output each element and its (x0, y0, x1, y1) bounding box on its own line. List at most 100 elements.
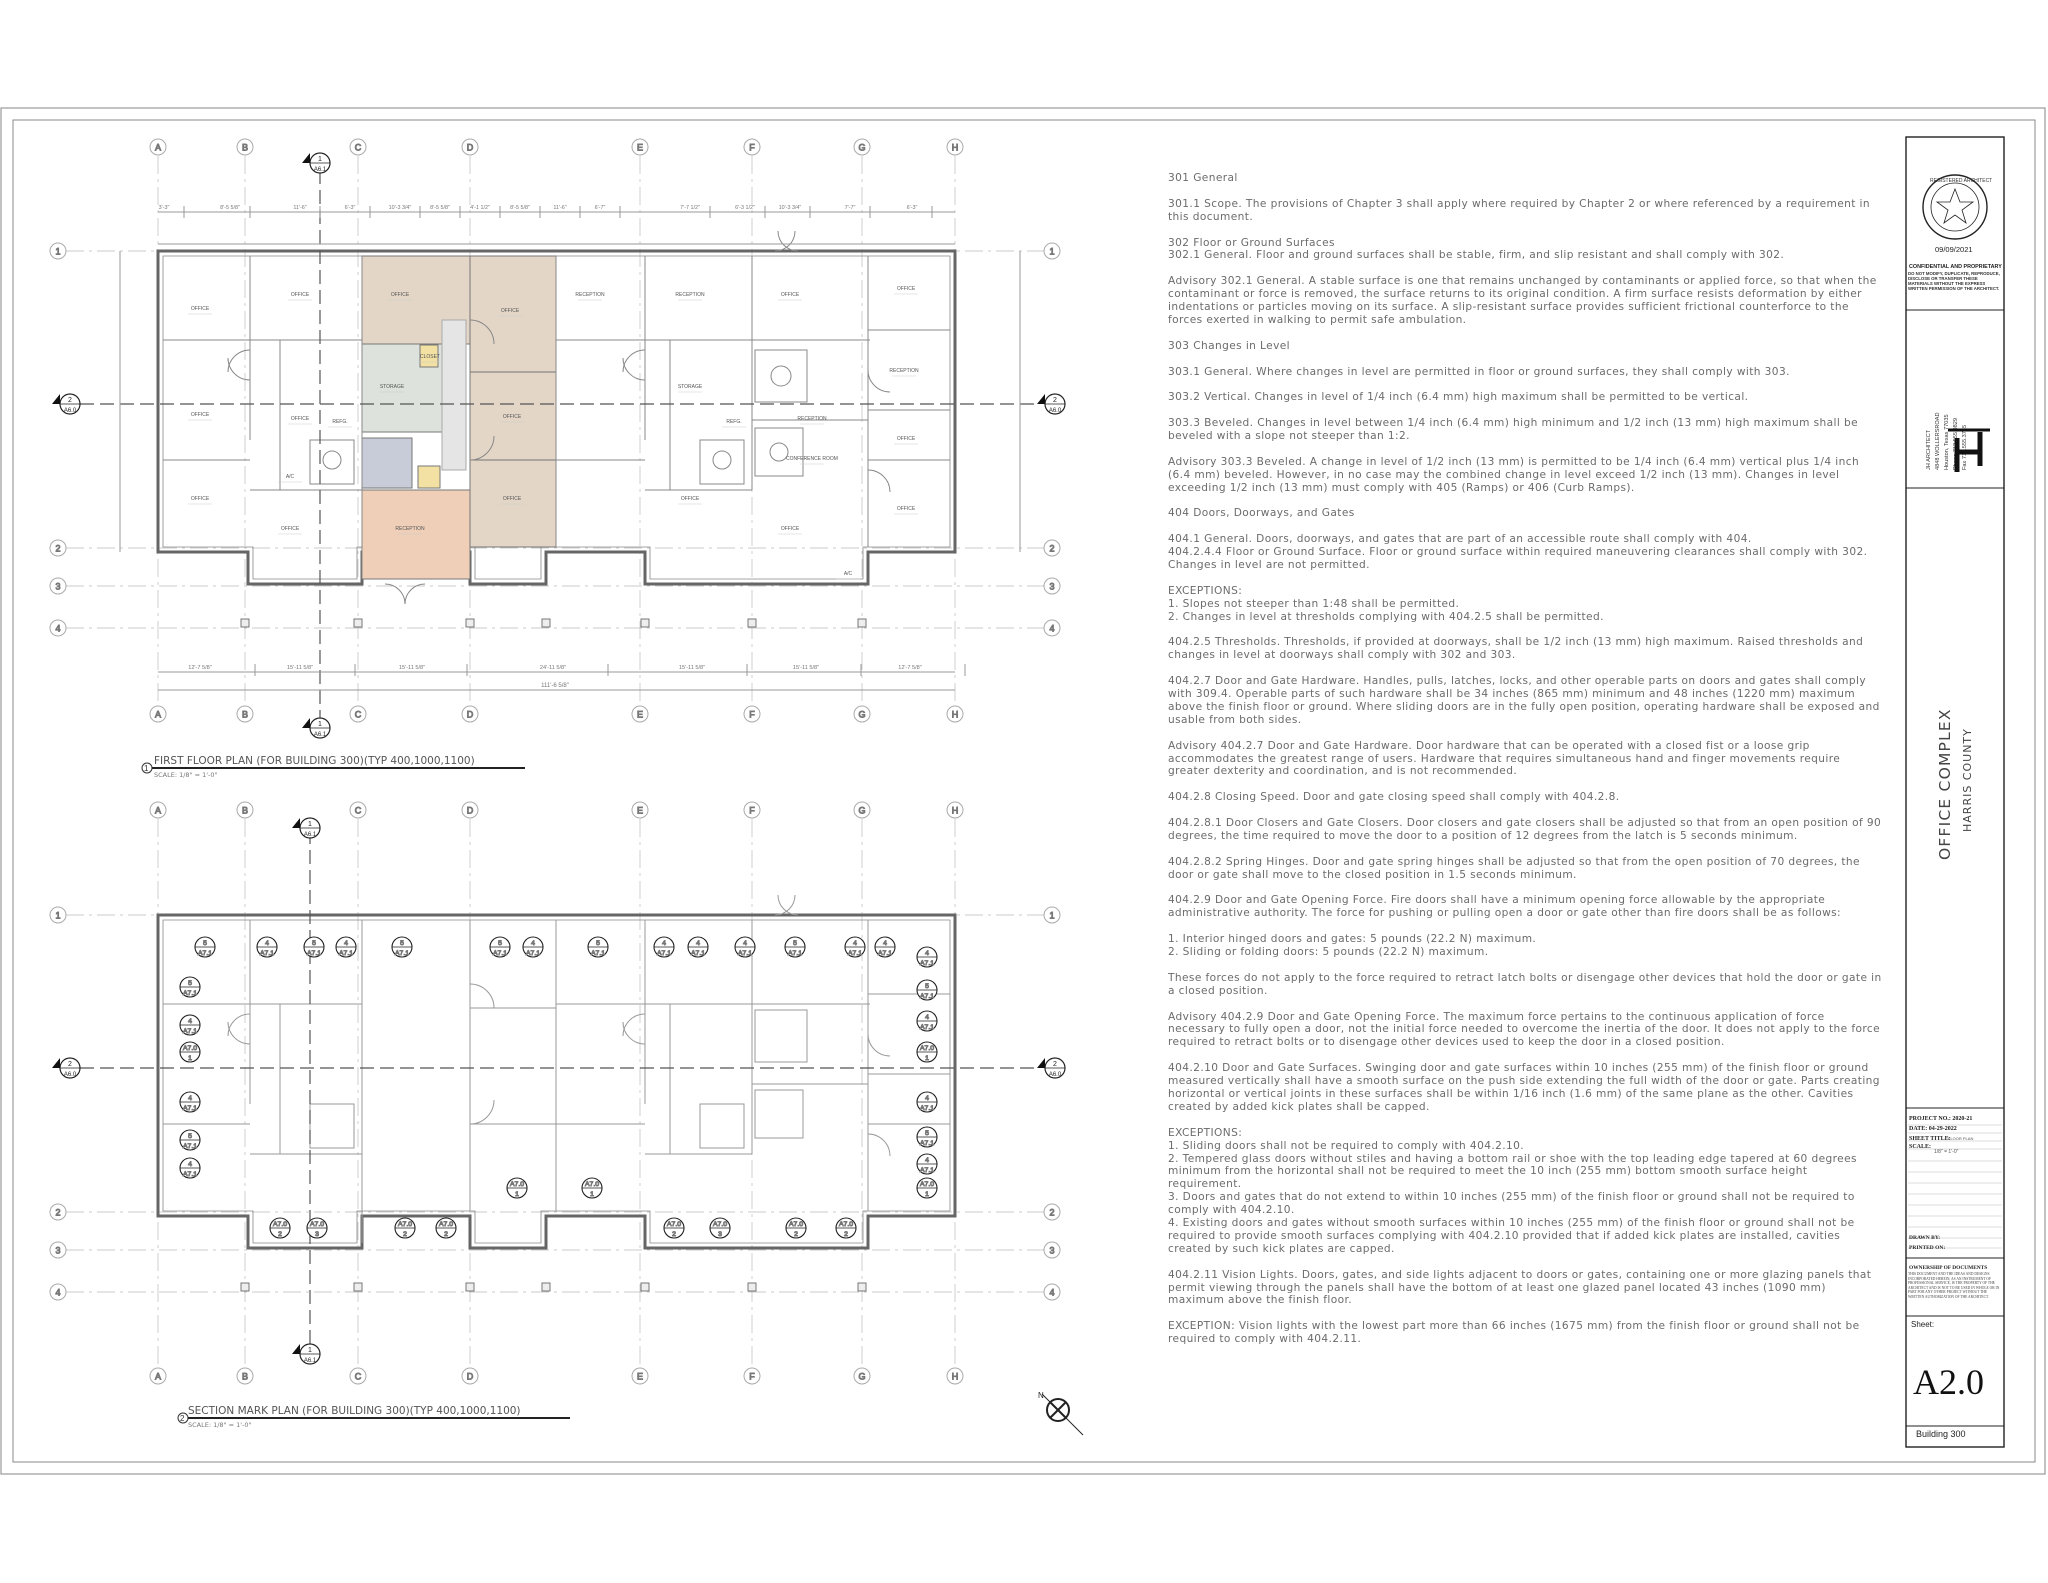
detail-tag-top: A7.0 (439, 1221, 453, 1228)
building-label: Building 300 (1916, 1429, 1966, 1439)
grid-bubble-3 (1043, 1241, 1061, 1259)
detail-tag-bottom: 2 (403, 1231, 407, 1238)
detail-tag: 5A7.1 (916, 1126, 938, 1148)
grid-label-E: E (637, 1372, 643, 1382)
sheet-title-label: SHEET TITLE: (1909, 1136, 1951, 1142)
room-label: OFFICE (503, 496, 522, 502)
detail-tag: 5A7.1 (303, 936, 325, 958)
note-paragraph: EXCEPTIONS: 1. Slopes not steeper than 1… (1168, 584, 1604, 623)
room-label: CONFERENCE ROOM (786, 456, 838, 462)
note-paragraph: 404.2.5 Thresholds. Thresholds, if provi… (1168, 636, 1868, 662)
detail-tag: A7.01 (581, 1177, 603, 1199)
grid-label-G: G (858, 806, 865, 816)
grid-bubble-B (236, 1367, 254, 1385)
dimension-text: 6'-3" (907, 205, 918, 211)
column-marker (857, 618, 867, 628)
room-label: A/C (286, 474, 295, 480)
grid-bubble-B (236, 801, 254, 819)
note-paragraph: 1. Interior hinged doors and gates: 5 po… (1168, 933, 1537, 959)
grid-label-3: 3 (55, 582, 60, 592)
grid-label-D: D (467, 806, 474, 816)
note-paragraph: Advisory 303.3 Beveled. A change in leve… (1168, 455, 1860, 494)
section-tag-sheet: A6.1 (314, 167, 327, 173)
note-paragraph: Advisory 404.2.7 Door and Gate Hardware.… (1168, 739, 1844, 778)
detail-tag-bottom: A7.1 (591, 950, 605, 957)
note-paragraph: 404.2.8.1 Door Closers and Gate Closers.… (1168, 817, 1885, 842)
grid-bubble-3 (49, 577, 67, 595)
grid-label-1: 1 (1049, 911, 1054, 921)
building-outline (156, 249, 957, 586)
dimension-text: 15'-11 5/8" (287, 665, 313, 671)
ownership-title: OWNERSHIP OF DOCUMENTS (1909, 1265, 1987, 1271)
grid-label-H: H (952, 806, 959, 816)
north-arrow: N (1038, 1391, 1084, 1436)
logo-letter: H (2000, 479, 2001, 481)
grid-label-B: B (242, 710, 248, 720)
detail-tag: 5A7.1 (587, 936, 609, 958)
detail-tag-top: A7.0 (398, 1221, 412, 1228)
detail-tag: 5A7.1 (179, 1129, 201, 1151)
detail-tag: A7.02 (663, 1217, 685, 1239)
section-tag-number: 1 (308, 1347, 312, 1354)
dimension-text: 7'-7 1/2" (680, 205, 700, 211)
note-paragraph: 404.2.7 Door and Gate Hardware. Handles,… (1168, 675, 1884, 726)
detail-tag: 4A7.1 (335, 936, 357, 958)
dimension-text: 15'-11 5/8" (793, 665, 819, 671)
confidential-body: DO NOT MODIFY, DUPLICATE, REPRODUCE, DIS… (1908, 271, 2000, 291)
grid-label-1: 1 (55, 911, 60, 921)
detail-tag-top: 5 (498, 940, 502, 947)
grid-label-4: 4 (55, 1288, 60, 1298)
room-label: OFFICE (781, 292, 800, 298)
detail-tag-top: 4 (925, 1095, 929, 1102)
note-paragraph: 404.2.8 Closing Speed. Door and gate clo… (1168, 791, 1620, 804)
detail-tag: 4A7.1 (916, 946, 938, 968)
grid-bubble-D (461, 138, 479, 156)
detail-tag: 5A7.1 (489, 936, 511, 958)
room-label: REFG. (726, 419, 741, 425)
detail-tag-top: 5 (312, 940, 316, 947)
grid-bubble-D (461, 1367, 479, 1385)
ownership-body: THIS DOCUMENT AND THE IDEAS AND DESIGNS … (1908, 1272, 2000, 1299)
detail-tag-top: 5 (596, 940, 600, 947)
detail-tag: 4A7.1 (916, 1153, 938, 1175)
room-label: REFG. (332, 419, 347, 425)
section-tag-number: 2 (1053, 397, 1057, 404)
grid-bubble-F (743, 1367, 761, 1385)
grid-bubble-F (743, 801, 761, 819)
drawing-title-2: 2 SECTION MARK PLAN (FOR BUILDING 300)(T… (177, 1405, 570, 1429)
detail-tag-top: 4 (743, 940, 747, 947)
grid-label-A: A (155, 1372, 161, 1382)
detail-tag-bottom: A7.1 (339, 950, 353, 957)
detail-tag-top: 4 (925, 950, 929, 957)
grid-label-D: D (467, 1372, 474, 1382)
room-label: OFFICE (281, 526, 300, 532)
detail-tag-bottom: A7.1 (878, 950, 892, 957)
detail-tag-bottom: A7.1 (183, 990, 197, 997)
grid-bubble-4 (1043, 619, 1061, 637)
printed-on: PRINTED ON: (1909, 1245, 1945, 1251)
detail-tag-top: 4 (925, 1014, 929, 1021)
grid-bubble-2 (1043, 539, 1061, 557)
detail-tag-bottom: A7.1 (738, 950, 752, 957)
grid-bubble-1 (49, 242, 67, 260)
detail-tag-bottom: A7.1 (183, 1028, 197, 1035)
grid-label-F: F (749, 1372, 755, 1382)
detail-tag: 5A7.1 (784, 936, 806, 958)
detail-tag-bottom: A7.1 (920, 993, 934, 1000)
detail-tag-bottom: 1 (925, 1191, 929, 1198)
detail-tag-top: 5 (925, 983, 929, 990)
note-paragraph: 301.1 Scope. The provisions of Chapter 3… (1168, 197, 1874, 223)
detail-tag-top: 4 (265, 940, 269, 947)
dimension-text: 12'-7 5/8" (898, 665, 922, 671)
detail-tag-bottom: 2 (794, 1231, 798, 1238)
grid-bubble-G (853, 1367, 871, 1385)
grid-bubble-A (149, 1367, 167, 1385)
drawing-title-text-2: SECTION MARK PLAN (FOR BUILDING 300)(TYP… (188, 1405, 521, 1417)
drawing-number-1: 1 (144, 764, 149, 773)
room-label: A/C (844, 571, 853, 577)
detail-tag-top: 4 (188, 1095, 192, 1102)
restroom-fixtures-plan-2 (309, 1009, 808, 1149)
